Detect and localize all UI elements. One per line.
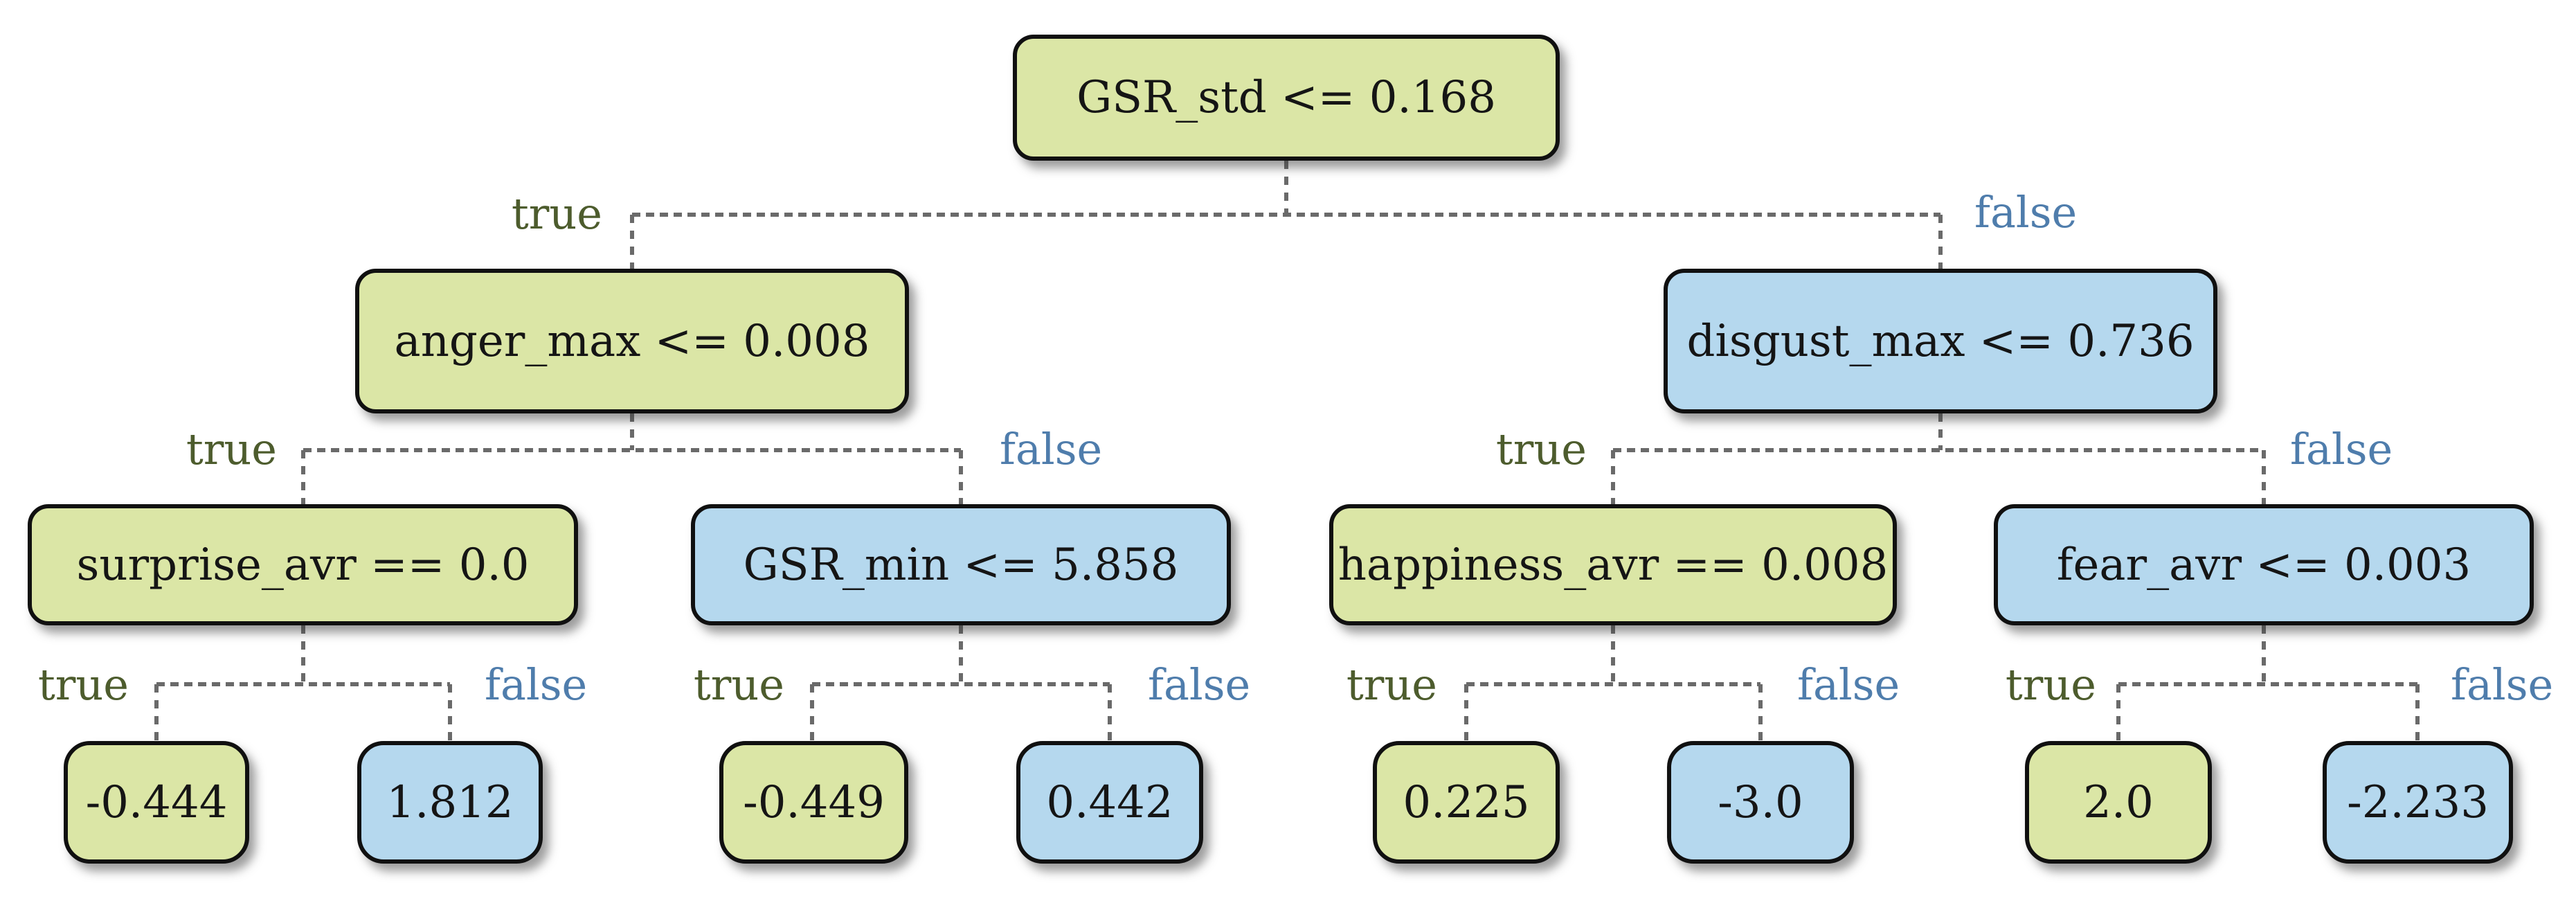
edge-segment-l3f-corner-false	[2415, 684, 2420, 741]
edge-segment-l2r-corner-false	[2262, 450, 2266, 504]
edge-segment-anger-stub	[630, 413, 634, 450]
tree-leaf-value: 1.812	[357, 741, 543, 864]
edge-segment-l2r-corner-true	[1611, 450, 1615, 504]
tree-node-condition: disgust_max <= 0.736	[1664, 269, 2217, 413]
edge-segment-l2l-corner-true	[301, 450, 305, 504]
tree-leaf-value: 2.0	[2025, 741, 2212, 864]
edge-label-true: true	[37, 659, 129, 710]
edge-label-false: false	[2290, 424, 2393, 474]
edge-label-false: false	[1974, 187, 2078, 238]
edge-label-true: true	[693, 659, 784, 710]
tree-node-condition: surprise_avr == 0.0	[28, 504, 578, 625]
tree-leaf-value: -2.233	[2323, 741, 2513, 864]
edge-label-true: true	[186, 424, 277, 474]
edge-segment-l3g-corner-false	[1108, 684, 1112, 741]
edge-label-false: false	[1000, 424, 1103, 474]
edge-segment-disgust-stub	[1938, 413, 1943, 450]
edge-label-false: false	[485, 659, 588, 710]
edge-segment-l2r-horizontal	[1613, 448, 2264, 452]
tree-leaf-value: 0.225	[1373, 741, 1560, 864]
edge-label-true: true	[511, 188, 602, 239]
edge-segment-l2l-corner-false	[959, 450, 963, 504]
edge-segment-surprise-stub	[301, 625, 305, 684]
edge-segment-happiness-stub	[1611, 625, 1615, 684]
edge-segment-fear-stub	[2262, 625, 2266, 684]
tree-node-condition: GSR_min <= 5.858	[691, 504, 1231, 625]
edge-segment-l3s-corner-true	[154, 684, 159, 741]
edge-segment-l3s-corner-false	[448, 684, 452, 741]
tree-node-root-condition: GSR_std <= 0.168	[1013, 35, 1560, 161]
edge-label-true: true	[2005, 659, 2096, 710]
edge-segment-l1-horizontal	[632, 213, 1940, 217]
tree-node-condition: anger_max <= 0.008	[355, 269, 909, 413]
tree-leaf-value: -0.449	[719, 741, 908, 864]
edge-segment-l2l-horizontal	[303, 448, 961, 452]
edge-label-false: false	[1148, 659, 1251, 710]
edge-segment-l3g-corner-true	[810, 684, 814, 741]
edge-segment-l3h-corner-true	[1464, 684, 1468, 741]
edge-segment-root-stub	[1284, 161, 1288, 215]
edge-segment-l3h-corner-false	[1758, 684, 1763, 741]
edge-segment-l1-corner-false	[1938, 215, 1943, 269]
edge-label-false: false	[1797, 659, 1900, 710]
edge-segment-gsrmin-stub	[959, 625, 963, 684]
edge-segment-l3f-corner-true	[2116, 684, 2120, 741]
tree-node-condition: happiness_avr == 0.008	[1329, 504, 1897, 625]
tree-leaf-value: 0.442	[1016, 741, 1203, 864]
edge-label-true: true	[1495, 424, 1587, 474]
edge-segment-l3s-horizontal	[156, 682, 450, 686]
tree-node-condition: fear_avr <= 0.003	[1994, 504, 2534, 625]
tree-leaf-value: -3.0	[1667, 741, 1854, 864]
edge-label-false: false	[2451, 659, 2554, 710]
edge-segment-l1-corner-true	[630, 215, 634, 269]
tree-leaf-value: -0.444	[64, 741, 249, 864]
edge-segment-l3h-horizontal	[1466, 682, 1760, 686]
edge-segment-l3g-horizontal	[812, 682, 1110, 686]
edge-segment-l3f-horizontal	[2118, 682, 2417, 686]
edge-label-true: true	[1346, 659, 1437, 710]
